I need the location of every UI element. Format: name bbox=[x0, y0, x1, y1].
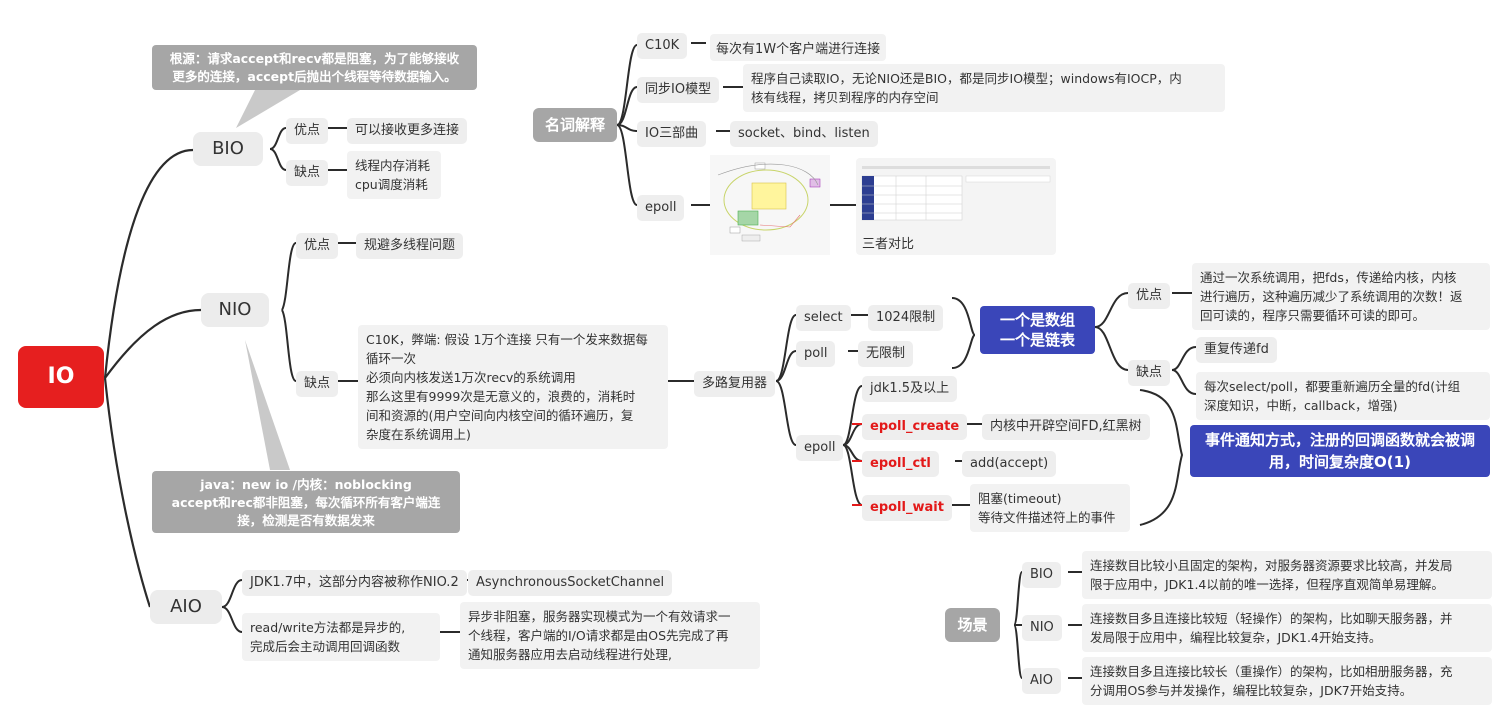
nio-cons-line: 间和资源的(用户空间向内核空间的循环遍历，复 bbox=[366, 408, 634, 423]
scene-nio-line: 发局限于应用中，编程比较复杂，JDK1.4开始支持。 bbox=[1090, 630, 1382, 645]
mux-cons2-line: 每次select/poll，都要重新遍历全量的fd(计组 bbox=[1204, 379, 1461, 394]
glossary-syncio-desc: 程序自己读取IO，无论NIO还是BIO，都是同步IO模型；windows有IOC… bbox=[743, 64, 1225, 112]
mux-cons1: 重复传递fd bbox=[1196, 337, 1277, 363]
array-list-tag-line: 一个是链表 bbox=[999, 331, 1075, 349]
event-notify-line: 用，时间复杂度O(1) bbox=[1269, 453, 1411, 471]
mux-pros-line: 回可读的，程序只需要循环可读的即可。 bbox=[1200, 308, 1426, 323]
nio-cons-line: 循环一次 bbox=[366, 351, 417, 366]
aio-item1[interactable]: JDK1.7中，这部分内容被称作NIO.2 bbox=[242, 570, 467, 596]
mux-poll-desc: 无限制 bbox=[858, 341, 914, 367]
nio-pros-text[interactable]: 规避多线程问题 bbox=[356, 233, 464, 259]
aio-item2[interactable]: read/write方法都是异步的, 完成后会主动调用回调函数 bbox=[242, 613, 440, 661]
nio-node[interactable]: NIO bbox=[201, 293, 269, 327]
aio-item2-child-line: 异步非阻塞，服务器实现模式为一个有效请求一 bbox=[468, 609, 731, 624]
mux-node[interactable]: 多路复用器 bbox=[694, 371, 776, 397]
mux-pros-text: 通过一次系统调用，把fds，传递给内核，内核 进行遍历，这种遍历减少了系统调用的… bbox=[1192, 263, 1490, 330]
bio-cons-line: cpu调度消耗 bbox=[355, 177, 428, 192]
nio-cons-line: 必须向内核发送1万次recv的系统调用 bbox=[366, 370, 576, 385]
mux-epoll[interactable]: epoll bbox=[796, 435, 844, 461]
bio-cons-label[interactable]: 缺点 bbox=[286, 160, 329, 186]
mux-poll[interactable]: poll bbox=[796, 341, 836, 367]
epoll-diagram-thumbnail[interactable] bbox=[710, 155, 830, 255]
epoll-diagram-image bbox=[710, 155, 830, 255]
event-notify-line: 事件通知方式，注册的回调函数就会被调 bbox=[1204, 431, 1475, 449]
mux-cons2: 每次select/poll，都要重新遍历全量的fd(计组 深度知识，中断，cal… bbox=[1196, 372, 1490, 420]
comparison-caption: 三者对比 bbox=[862, 237, 915, 252]
glossary-epoll[interactable]: epoll bbox=[637, 195, 685, 221]
glossary-c10k-desc: 每次有1W个客户端进行连接 bbox=[710, 34, 887, 61]
nio-cons-line: 那么这里有9999次是无意义的，浪费的，消耗时 bbox=[366, 389, 636, 404]
mux-select[interactable]: select bbox=[796, 305, 851, 331]
comparison-table-image bbox=[861, 166, 1051, 221]
scene-nio-desc: 连接数目多且连接比较短（轻操作）的架构，比如聊天服务器，并 发局限于应用中，编程… bbox=[1082, 604, 1492, 652]
epoll-jdk: jdk1.5及以上 bbox=[862, 376, 958, 402]
bio-node[interactable]: BIO bbox=[193, 132, 263, 166]
scene-aio-line: 分调用OS参与并发操作，编程比较复杂，JDK7开始支持。 bbox=[1090, 683, 1413, 698]
glossary-syncio-line: 核有线程，拷贝到程序的内存空间 bbox=[751, 90, 939, 105]
bio-callout-line: 更多的连接，accept后抛出个线程等待数据输入。 bbox=[172, 69, 457, 84]
scene-aio[interactable]: AIO bbox=[1022, 668, 1061, 694]
nio-callout: java：new io /内核：noblocking accept和rec都非阻… bbox=[152, 471, 460, 533]
epoll-wait-desc: 阻塞(timeout) 等待文件描述符上的事件 bbox=[970, 484, 1130, 532]
epoll-ctl[interactable]: epoll_ctl bbox=[862, 451, 939, 477]
nio-callout-line: 接，检测是否有数据发来 bbox=[237, 513, 375, 528]
scene-nio[interactable]: NIO bbox=[1022, 615, 1062, 641]
scene-node[interactable]: 场景 bbox=[945, 608, 1000, 642]
epoll-wait[interactable]: epoll_wait bbox=[862, 495, 952, 521]
aio-item2-line: read/write方法都是异步的, bbox=[250, 620, 406, 635]
aio-item1-child[interactable]: AsynchronousSocketChannel bbox=[468, 570, 673, 596]
bio-pros-label[interactable]: 优点 bbox=[286, 118, 329, 144]
mux-cons-label[interactable]: 缺点 bbox=[1128, 360, 1171, 386]
bio-pros-text[interactable]: 可以接收更多连接 bbox=[347, 118, 468, 144]
nio-cons-line: C10K，弊端: 假设 1万个连接 只有一个发来数据每 bbox=[366, 332, 648, 347]
comparison-card[interactable]: 三者对比 bbox=[856, 158, 1056, 255]
aio-item2-child-line: 个线程，客户端的I/O请求都是由OS先完成了再 bbox=[468, 628, 729, 643]
array-list-tag[interactable]: 一个是数组 一个是链表 bbox=[980, 306, 1095, 354]
scene-bio-line: 连接数目比较小且固定的架构，对服务器资源要求比较高，并发局 bbox=[1090, 558, 1453, 573]
scene-aio-desc: 连接数目多且连接比较长（重操作）的架构，比如相册服务器，充 分调用OS参与并发操… bbox=[1082, 657, 1492, 705]
nio-cons-label[interactable]: 缺点 bbox=[296, 371, 339, 397]
glossary-c10k[interactable]: C10K bbox=[637, 33, 688, 59]
glossary-syncio-line: 程序自己读取IO，无论NIO还是BIO，都是同步IO模型；windows有IOC… bbox=[751, 71, 1182, 86]
aio-item2-child-line: 通知服务器应用去启动线程进行处理, bbox=[468, 647, 672, 662]
glossary-io3-desc: socket、bind、listen bbox=[730, 121, 878, 147]
glossary-io3[interactable]: IO三部曲 bbox=[637, 121, 707, 147]
nio-cons-text[interactable]: C10K，弊端: 假设 1万个连接 只有一个发来数据每 循环一次 必须向内核发送… bbox=[358, 325, 668, 449]
scene-bio[interactable]: BIO bbox=[1022, 562, 1061, 588]
aio-node[interactable]: AIO bbox=[150, 590, 222, 624]
epoll-wait-line: 等待文件描述符上的事件 bbox=[978, 510, 1116, 525]
aio-item2-line: 完成后会主动调用回调函数 bbox=[250, 639, 401, 654]
bio-cons-line: 线程内存消耗 bbox=[355, 158, 431, 173]
mux-pros-line: 进行遍历，这种遍历减少了系统调用的次数！返 bbox=[1200, 289, 1463, 304]
nio-cons-line: 杂度在系统调用上) bbox=[366, 427, 471, 442]
epoll-create-desc: 内核中开辟空间FD,红黑树 bbox=[982, 414, 1150, 440]
bio-cons-text[interactable]: 线程内存消耗 cpu调度消耗 bbox=[347, 151, 441, 199]
bio-callout-line: 根源：请求accept和recv都是阻塞，为了能够接收 bbox=[169, 51, 460, 66]
epoll-ctl-desc: add(accept) bbox=[962, 451, 1057, 477]
mux-cons2-line: 深度知识，中断，callback，增强) bbox=[1204, 398, 1398, 413]
epoll-wait-line: 阻塞(timeout) bbox=[978, 491, 1062, 506]
glossary-syncio[interactable]: 同步IO模型 bbox=[637, 77, 720, 103]
event-notify-tag[interactable]: 事件通知方式，注册的回调函数就会被调 用，时间复杂度O(1) bbox=[1190, 425, 1490, 477]
bio-callout: 根源：请求accept和recv都是阻塞，为了能够接收 更多的连接，accept… bbox=[152, 45, 477, 90]
scene-bio-desc: 连接数目比较小且固定的架构，对服务器资源要求比较高，并发局 限于应用中，JDK1… bbox=[1082, 551, 1492, 599]
scene-bio-line: 限于应用中，JDK1.4以前的唯一选择，但程序直观简单易理解。 bbox=[1090, 577, 1444, 592]
mux-pros-line: 通过一次系统调用，把fds，传递给内核，内核 bbox=[1200, 270, 1457, 285]
scene-nio-line: 连接数目多且连接比较短（轻操作）的架构，比如聊天服务器，并 bbox=[1090, 611, 1453, 626]
epoll-create[interactable]: epoll_create bbox=[862, 414, 968, 440]
mux-select-desc: 1024限制 bbox=[868, 305, 944, 331]
nio-callout-line: java：new io /内核：noblocking bbox=[200, 477, 412, 492]
nio-callout-line: accept和rec都非阻塞，每次循环所有客户端连 bbox=[171, 495, 441, 510]
aio-item2-child[interactable]: 异步非阻塞，服务器实现模式为一个有效请求一 个线程，客户端的I/O请求都是由OS… bbox=[460, 602, 760, 669]
glossary-node[interactable]: 名词解释 bbox=[533, 108, 617, 142]
scene-aio-line: 连接数目多且连接比较长（重操作）的架构，比如相册服务器，充 bbox=[1090, 664, 1453, 679]
nio-pros-label[interactable]: 优点 bbox=[296, 233, 339, 259]
root-node[interactable]: IO bbox=[18, 346, 104, 408]
array-list-tag-line: 一个是数组 bbox=[999, 311, 1075, 329]
mux-pros-label[interactable]: 优点 bbox=[1128, 283, 1171, 309]
